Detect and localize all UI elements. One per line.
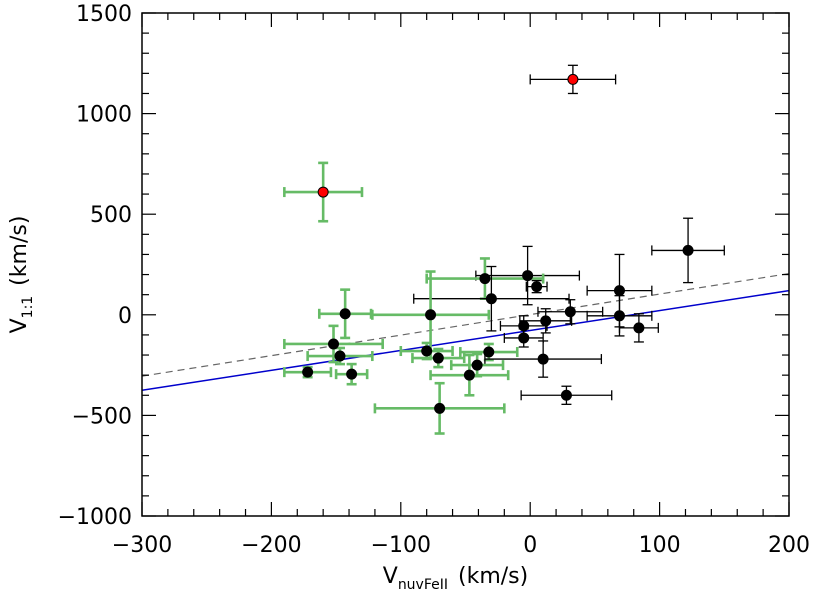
x-tick-label: −300 — [112, 533, 172, 558]
data-point — [328, 338, 340, 350]
y-axis-label-sub: 1:1 — [20, 296, 36, 319]
y-axis-label: V1:1 (km/s) — [7, 216, 36, 334]
y-axis-label-unit: (km/s) — [7, 216, 32, 286]
x-axis-label-main: V — [383, 564, 398, 589]
x-tick-label: 100 — [639, 533, 681, 558]
plot-frame — [141, 12, 790, 517]
ticks-layer — [141, 12, 790, 517]
fit-lines-layer — [142, 272, 789, 391]
x-axis-label-sub: nuvFeII — [398, 577, 448, 593]
y-axis-label-main: V — [7, 318, 32, 333]
x-axis-label: VnuvFeII (km/s) — [383, 564, 528, 593]
data-point — [317, 186, 329, 198]
x-tick-label: −100 — [371, 533, 431, 558]
y-tick-label: −500 — [72, 404, 132, 429]
data-point — [485, 293, 497, 305]
data-point — [434, 402, 446, 414]
data-point — [540, 315, 552, 327]
y-tick-label: 1500 — [76, 2, 132, 27]
data-point — [334, 350, 346, 362]
x-tick-label: 200 — [768, 533, 810, 558]
data-point — [421, 345, 433, 357]
data-point — [479, 273, 491, 285]
data-point — [346, 368, 358, 380]
y-tick-label: 0 — [118, 304, 132, 329]
data-point — [483, 346, 495, 358]
data-point — [425, 309, 437, 321]
data-point — [471, 359, 483, 371]
data-point — [567, 73, 579, 85]
data-point — [564, 306, 576, 318]
data-point — [432, 352, 444, 364]
fit-line-solid — [142, 289, 789, 391]
data-point — [633, 322, 645, 334]
data-point — [531, 281, 543, 293]
data-point — [522, 270, 534, 282]
data-point — [302, 366, 314, 378]
data-point — [613, 310, 625, 322]
x-tick-label: 0 — [523, 533, 537, 558]
y-tick-label: 1000 — [76, 103, 132, 128]
data-point — [518, 332, 530, 344]
y-tick-label: −1000 — [58, 505, 132, 530]
reference-line-dashed — [142, 272, 789, 377]
y-tick-label: 500 — [90, 203, 132, 228]
data-point — [537, 353, 549, 365]
data-point — [560, 389, 572, 401]
x-axis-label-unit: (km/s) — [458, 564, 528, 589]
data-point — [339, 308, 351, 320]
data-point — [463, 369, 475, 381]
data-point — [613, 285, 625, 297]
x-tick-label: −200 — [241, 533, 301, 558]
data-point — [682, 244, 694, 256]
points-layer — [302, 73, 694, 414]
data-point — [518, 320, 530, 332]
